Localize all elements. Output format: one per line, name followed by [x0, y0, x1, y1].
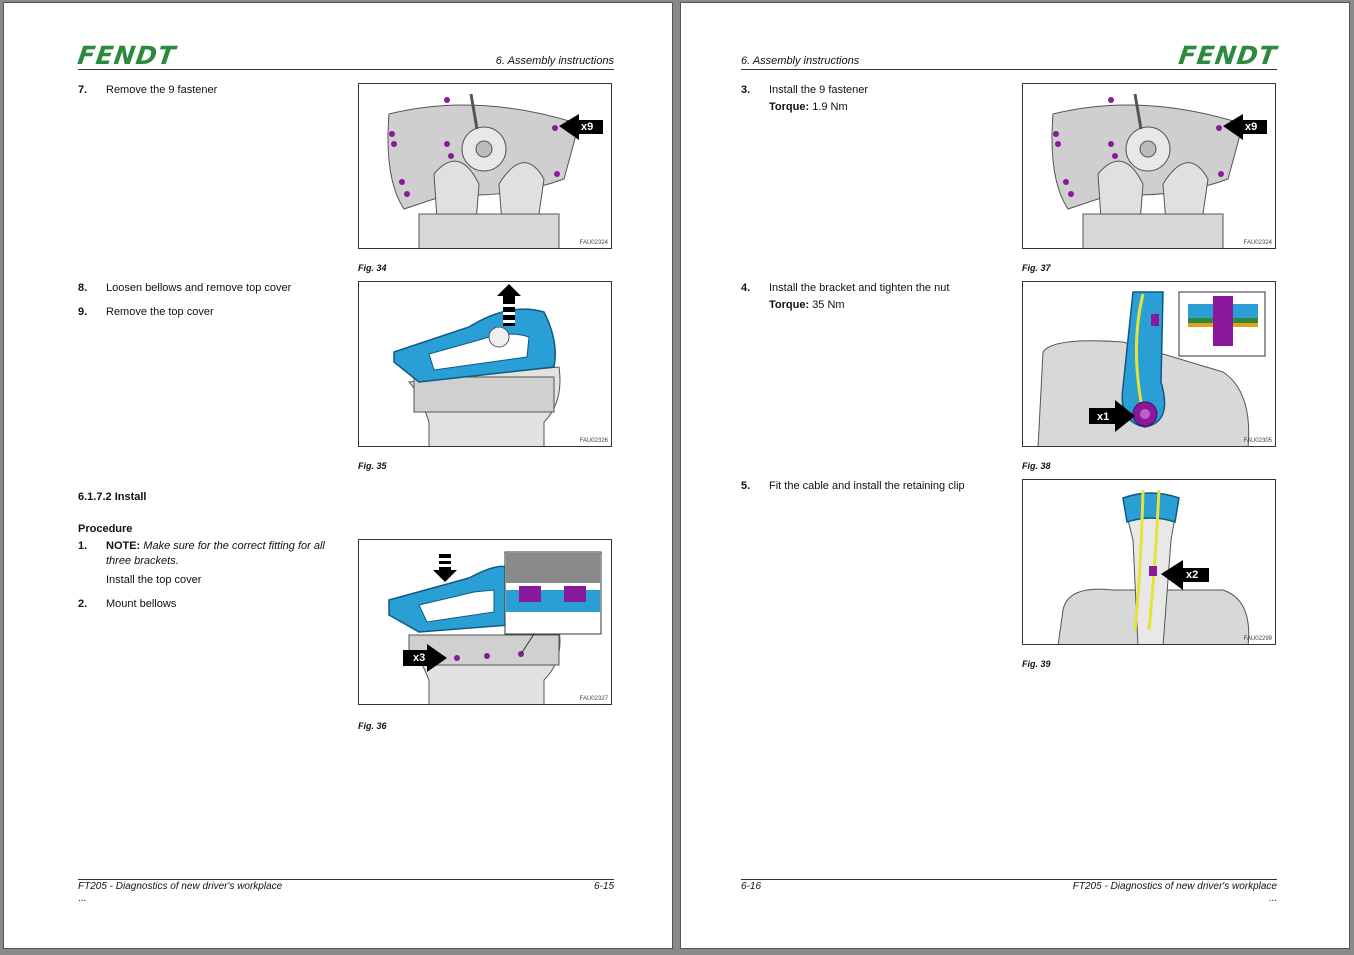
step-number: 5.	[741, 480, 751, 492]
step-text: Loosen bellows and remove top cover	[106, 282, 292, 294]
note-label: NOTE:	[106, 540, 141, 552]
footer-page-number: 6-15	[593, 881, 614, 892]
bracket-illustration	[1037, 291, 1266, 446]
footer-rule	[741, 879, 1277, 880]
footer-page-number: 6-16	[741, 881, 762, 892]
page-right: 6. Assembly instructions FENDT 3. Instal…	[680, 2, 1350, 949]
torque-label: Torque:	[769, 101, 810, 113]
footer-rule	[78, 879, 614, 880]
figure-34: x9 FAU02324	[358, 83, 612, 249]
fendt-logo: FENDT	[1177, 41, 1280, 70]
callout-label: x2	[1186, 569, 1199, 581]
figure-39: x2 FAU02299	[1022, 479, 1276, 645]
figure-caption: Fig. 37	[1022, 263, 1051, 273]
figure-code: FAU02305	[1243, 438, 1272, 444]
step-number: 2.	[78, 598, 88, 610]
figure-38: x1 FAU02305	[1022, 281, 1276, 447]
fendt-logo: FENDT	[75, 41, 178, 70]
step-number: 4.	[741, 282, 751, 294]
figure-caption: Fig. 34	[358, 263, 387, 273]
figure-code: FAU02326	[579, 438, 608, 444]
step-text: Remove the top cover	[106, 306, 214, 318]
figure-35: FAU02326	[358, 281, 612, 447]
callout-label: x3	[413, 652, 426, 664]
footer-doc-title: FT205 - Diagnostics of new driver's work…	[78, 881, 283, 892]
step-text: Install the 9 fastener	[769, 84, 869, 96]
step-number: 9.	[78, 306, 88, 318]
top-cover-illustration	[393, 308, 561, 446]
note-block: NOTE: Make sure for the correct fitting …	[106, 539, 341, 569]
callout-label: x9	[581, 121, 594, 133]
arrow-down-icon	[433, 554, 457, 582]
footer-dots: ...	[1268, 893, 1277, 904]
arrow-callout-icon	[1089, 400, 1135, 432]
step-text: Install the bracket and tighten the nut	[769, 282, 950, 294]
page-left: FENDT 6. Assembly instructions 7. Remove…	[3, 2, 673, 949]
step-text: Fit the cable and install the retaining …	[769, 480, 965, 492]
step-text: Mount bellows	[106, 598, 177, 610]
header-title: 6. Assembly instructions	[741, 55, 860, 67]
figure-caption: Fig. 38	[1022, 461, 1051, 471]
procedure-heading: Procedure	[78, 523, 133, 535]
cable-illustration	[1057, 489, 1250, 644]
figure-36: x3 FAU02327	[358, 539, 612, 705]
torque-line: Torque: 35 Nm	[769, 298, 1004, 313]
note-text: Make sure for the correct fitting for al…	[106, 540, 325, 567]
figure-code: FAU02324	[1243, 240, 1272, 246]
arrow-callout-icon	[403, 644, 447, 672]
step-number: 8.	[78, 282, 88, 294]
arrow-callout-icon	[1223, 114, 1267, 140]
torque-value: 1.9 Nm	[812, 101, 848, 113]
header-title: 6. Assembly instructions	[495, 55, 614, 67]
torque-value: 35 Nm	[812, 299, 845, 311]
step-text: Install the top cover	[106, 574, 202, 586]
figure-caption: Fig. 35	[358, 461, 387, 471]
header-rule	[741, 69, 1277, 70]
header-rule	[78, 69, 614, 70]
arrow-up-icon	[497, 284, 521, 326]
step-number: 7.	[78, 84, 88, 96]
figure-37: x9 FAU02324	[1022, 83, 1276, 249]
torque-line: Torque: 1.9 Nm	[769, 100, 1004, 115]
step-text: Remove the 9 fastener	[106, 84, 218, 96]
arrow-callout-icon	[1161, 560, 1209, 590]
section-heading: 6.1.7.2 Install	[78, 491, 147, 503]
torque-label: Torque:	[769, 299, 810, 311]
step-number: 3.	[741, 84, 751, 96]
step-number: 1.	[78, 540, 88, 552]
figure-code: FAU02299	[1243, 636, 1272, 642]
figure-code: FAU02324	[579, 240, 608, 246]
callout-label: x1	[1097, 411, 1110, 423]
arrow-callout-icon	[559, 114, 603, 140]
callout-label: x9	[1245, 121, 1258, 133]
figure-caption: Fig. 36	[358, 721, 387, 731]
footer-dots: ...	[78, 893, 87, 904]
console-illustration	[387, 93, 580, 248]
figure-caption: Fig. 39	[1022, 659, 1051, 669]
console-illustration	[1051, 93, 1244, 248]
footer-doc-title: FT205 - Diagnostics of new driver's work…	[1072, 881, 1277, 892]
figure-code: FAU02327	[579, 696, 608, 702]
